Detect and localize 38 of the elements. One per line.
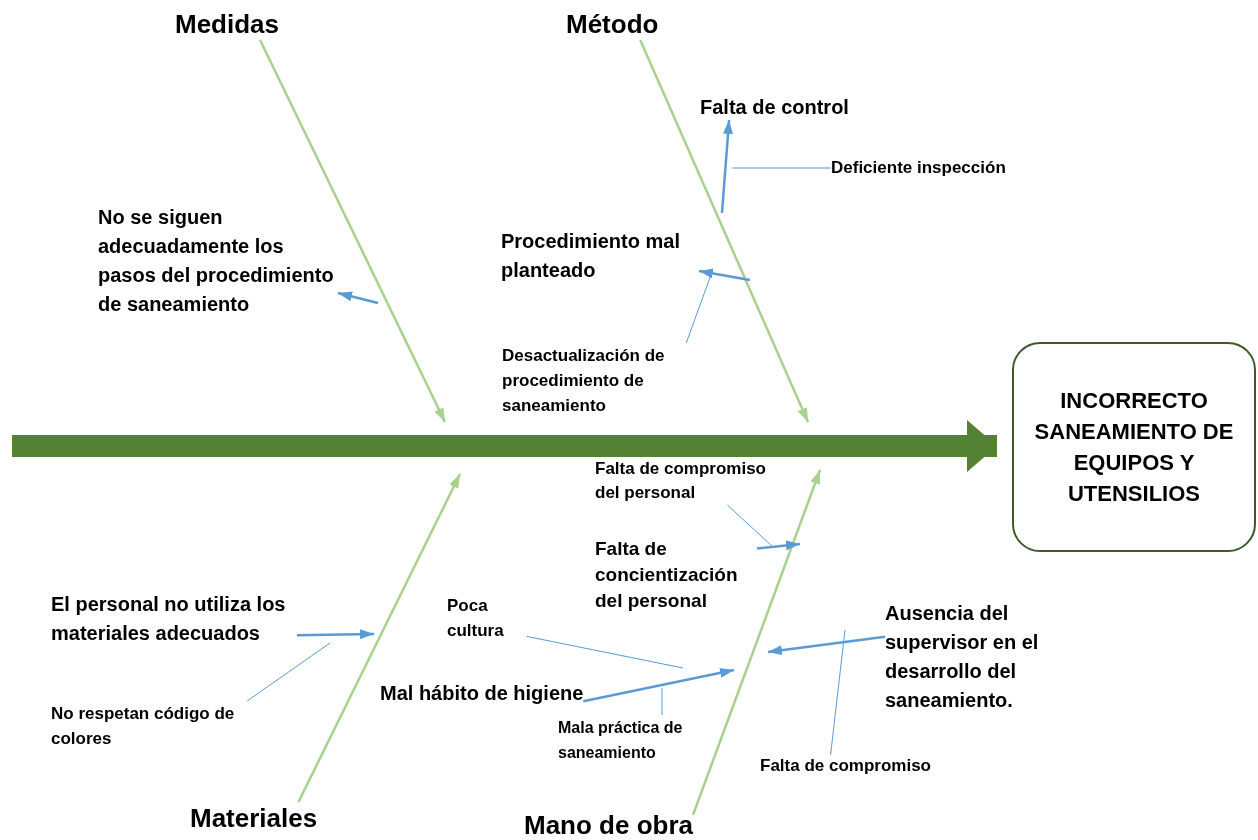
cause-label: Falta de concientización del personal — [595, 536, 757, 614]
leader-line — [830, 629, 846, 756]
leader-line — [526, 635, 684, 669]
cause-arrow — [698, 268, 751, 282]
cause-label: Procedimiento mal planteado — [501, 227, 699, 285]
sub-cause-label: Deficiente inspección — [831, 157, 1006, 179]
category-label: Método — [566, 8, 659, 40]
leader-line — [246, 642, 331, 702]
bone-arrow — [639, 39, 810, 423]
sub-cause-label: Desactualización de procedimiento de saneamiento — [502, 343, 717, 418]
cause-label: No se siguen adecuadamente los pasos del procedimiento de saneamiento — [98, 203, 338, 319]
sub-cause-label: No respetan código de colores — [51, 701, 266, 751]
cause-label: Ausencia del supervisor en el desarrollo del saneamiento. — [885, 599, 1085, 715]
leader-line — [731, 167, 832, 169]
spine-arrow — [12, 420, 997, 472]
sub-cause-label: Mala práctica de saneamiento — [558, 715, 708, 765]
leader-line — [661, 687, 663, 716]
cause-arrow — [720, 119, 733, 214]
cause-arrow — [337, 291, 379, 305]
category-label: Medidas — [175, 8, 280, 40]
cause-label: Falta de control — [700, 94, 849, 120]
sub-cause-label: Poca cultura — [447, 593, 527, 643]
effect-text: INCORRECTO SANEAMIENTO DE EQUIPOS Y UTENSILIOS — [1033, 387, 1235, 508]
leader-line — [726, 504, 775, 549]
cause-label: El personal no utiliza los materiales adecuados — [51, 590, 297, 648]
bone-arrow — [297, 473, 462, 803]
sub-cause-label: Falta de compromiso — [760, 755, 931, 777]
cause-arrow — [756, 540, 801, 551]
cause-arrow — [296, 629, 374, 640]
effect-box — [1012, 342, 1256, 552]
category-label: Materiales — [190, 802, 318, 834]
cause-arrow — [583, 667, 735, 703]
bone-arrow — [691, 469, 822, 816]
cause-arrow — [767, 635, 886, 656]
sub-cause-label: Falta de compromiso del personal — [595, 457, 790, 505]
cause-label: Mal hábito de higiene — [380, 681, 584, 705]
category-label: Mano de obra — [524, 810, 693, 840]
bone-arrow — [258, 39, 447, 423]
